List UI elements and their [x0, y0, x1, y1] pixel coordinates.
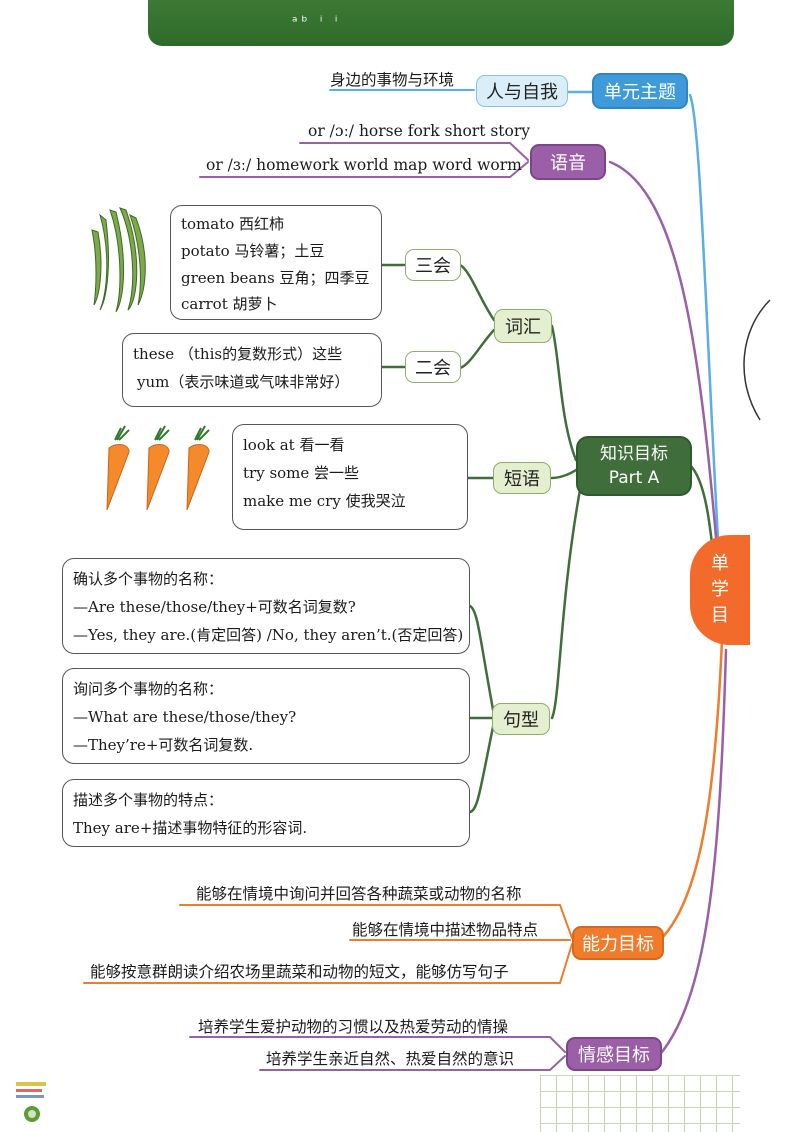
sentence-line: —What are these/those/they? — [73, 708, 297, 726]
phrase-item: try some 尝一些 — [243, 464, 360, 482]
phrases-node: 短语 — [493, 462, 551, 494]
vocab-word: carrot 胡萝卜 — [181, 295, 278, 313]
sentence-line: —Yes, they are.(肯定回答) /No, they aren’t.(… — [73, 626, 464, 644]
ability-item: 能够在情境中描述物品特点 — [352, 921, 539, 939]
banner-marks: ᵃᵇ ⁱ ⁱ — [292, 14, 342, 30]
sentence-line: —Are these/those/they+可数名词复数? — [73, 598, 356, 616]
theme-detail: 身边的事物与环境 — [330, 71, 455, 89]
ability-item: 能够按意群朗读介绍农场里蔬菜和动物的短文，能够仿写句子 — [90, 963, 509, 981]
branch-phonics — [608, 160, 720, 562]
sentence-box-3: 描述多个事物的特点： They are+描述事物特征的形容词. — [62, 779, 470, 847]
page-edge-curve — [743, 299, 771, 421]
vocab-two-node: 二会 — [405, 351, 461, 383]
sentence-line: —They’re+可数名词复数. — [73, 736, 254, 754]
vocab-three-box: tomato 西红柿 potato 马铃薯；土豆 green beans 豆角；… — [170, 205, 382, 320]
vocab-word: yum（表示味道或气味非常好） — [137, 373, 350, 391]
vocab-three-node: 三会 — [405, 249, 461, 281]
phrase-item: look at 看一看 — [243, 436, 345, 454]
emotion-item: 培养学生亲近自然、热爱自然的意识 — [266, 1050, 515, 1068]
central-char-2: 学 — [711, 579, 729, 600]
branch-theme — [688, 93, 720, 542]
phonics-line-2: or /ɜː/ homework world map word worm — [206, 156, 522, 174]
corner-stamp-logo — [16, 1082, 46, 1122]
central-char-1: 单 — [711, 553, 729, 574]
branch-ability — [658, 638, 724, 942]
footer-grid — [540, 1075, 740, 1132]
vocab-word: potato 马铃薯；土豆 — [181, 242, 325, 260]
emotion-node: 情感目标 — [566, 1037, 662, 1071]
theme-node: 单元主题 — [592, 73, 688, 109]
sentence-box-2: 询问多个事物的名称： —What are these/those/they? —… — [62, 668, 470, 764]
green-beans-illustration — [91, 207, 146, 313]
sentence-line: They are+描述事物特征的形容词. — [73, 819, 308, 837]
sentence-heading: 确认多个事物的名称： — [73, 570, 224, 588]
sentence-box-1: 确认多个事物的名称： —Are these/those/they+可数名词复数?… — [62, 558, 470, 654]
carrots-illustration — [106, 425, 210, 511]
phonics-node: 语音 — [530, 144, 606, 180]
vocab-word: these （this的复数形式）这些 — [133, 345, 343, 363]
ability-node: 能力目标 — [572, 926, 664, 960]
knowledge-node: 知识目标 Part A — [576, 436, 692, 496]
branch-emotion — [660, 648, 728, 1054]
phrases-box: look at 看一看 try some 尝一些 make me cry 使我哭… — [232, 424, 468, 530]
vocab-two-box: these （this的复数形式）这些 yum（表示味道或气味非常好） — [122, 333, 382, 407]
sentences-node: 句型 — [492, 703, 550, 735]
sentence-heading: 询问多个事物的名称： — [73, 680, 224, 698]
knowledge-title: 知识目标 — [600, 444, 668, 464]
ability-item: 能够在情境中询问并回答各种蔬菜或动物的名称 — [196, 885, 522, 903]
sentence-heading: 描述多个事物的特点： — [73, 791, 224, 809]
emotion-item: 培养学生爱护动物的习惯以及热爱劳动的情操 — [198, 1018, 509, 1036]
vocab-node: 词汇 — [494, 309, 552, 343]
phonics-line-1: or /ɔː/ horse fork short story — [308, 122, 531, 140]
top-banner — [148, 0, 734, 46]
central-char-3: 目 — [711, 605, 729, 626]
theme-sub-node: 人与自我 — [476, 75, 568, 107]
knowledge-part: Part A — [608, 468, 660, 488]
phrase-item: make me cry 使我哭泣 — [243, 492, 406, 510]
vocab-word: tomato 西红柿 — [181, 215, 285, 233]
vocab-word: green beans 豆角；四季豆 — [181, 269, 370, 287]
central-node: 单 学 目 — [690, 535, 750, 645]
